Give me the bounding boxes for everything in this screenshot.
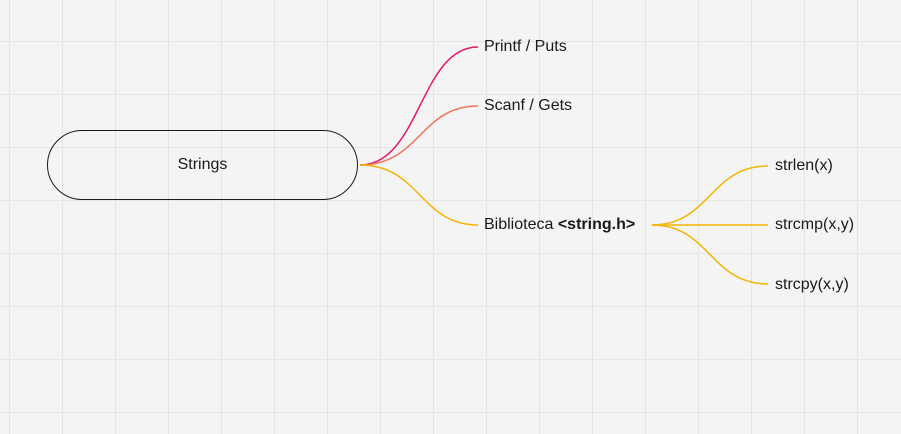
root-node-label: Strings — [177, 156, 228, 173]
connector-scanf-gets — [359, 105, 479, 166]
node-biblioteca-header-name: <string.h> — [557, 216, 636, 233]
node-strcpy[interactable]: strcpy(x,y) — [775, 275, 849, 295]
connector-strlen — [651, 165, 769, 226]
node-strcmp-label: strcmp(x,y) — [775, 216, 855, 233]
node-scanf-gets[interactable]: Scanf / Gets — [484, 96, 572, 116]
node-printf-puts-label: Printf / Puts — [484, 38, 567, 55]
node-scanf-gets-label: Scanf / Gets — [484, 97, 573, 114]
node-strcmp[interactable]: strcmp(x,y) — [775, 215, 854, 235]
node-strlen-label: strlen(x) — [775, 157, 833, 174]
node-biblioteca-label: Biblioteca — [484, 216, 558, 233]
node-strlen[interactable]: strlen(x) — [775, 156, 833, 176]
connector-biblioteca — [359, 164, 479, 226]
node-biblioteca[interactable]: Biblioteca <string.h> — [484, 215, 635, 235]
root-node-strings[interactable]: Strings — [47, 130, 358, 200]
node-printf-puts[interactable]: Printf / Puts — [484, 37, 567, 57]
node-strcpy-label: strcpy(x,y) — [775, 276, 849, 293]
connector-printf-puts — [359, 46, 479, 166]
connector-strcpy — [651, 224, 769, 285]
